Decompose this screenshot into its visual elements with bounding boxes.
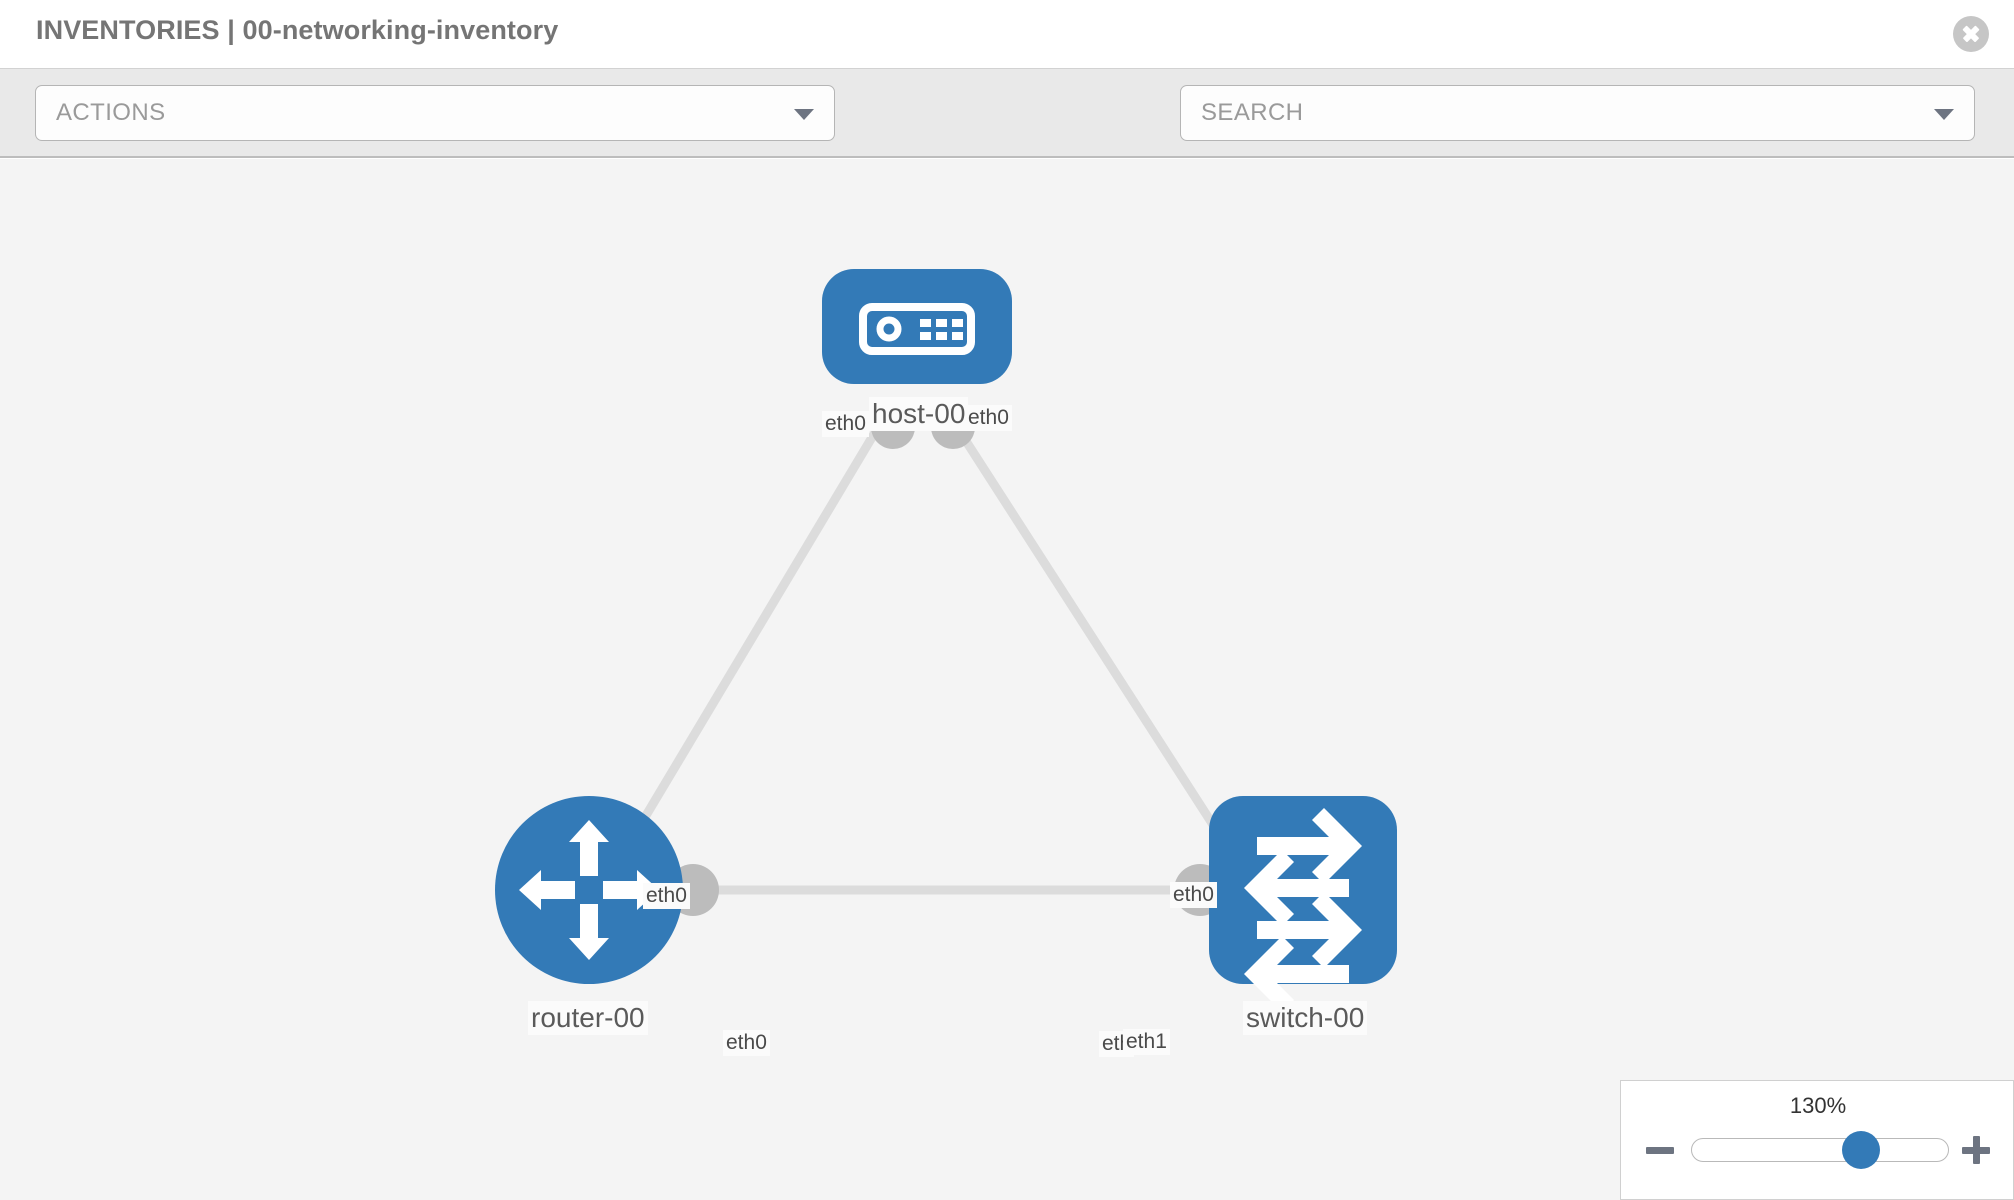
node-label-router-00: router-00 (528, 1001, 648, 1035)
page-title: INVENTORIES | 00-networking-inventory (36, 15, 559, 45)
zoom-slider-thumb[interactable] (1842, 1131, 1881, 1169)
close-icon[interactable] (1953, 16, 1989, 52)
actions-dropdown-label: ACTIONS (56, 99, 166, 126)
switch-arrows-icon (1244, 808, 1362, 1012)
zoom-out-button[interactable] (1643, 1133, 1677, 1167)
edge-group (616, 421, 1239, 895)
node-label-switch-00: switch-00 (1243, 1001, 1368, 1035)
page-header: INVENTORIES | 00-networking-inventory (0, 0, 2014, 68)
topology-graph (495, 269, 1397, 1012)
chevron-down-icon (794, 109, 814, 120)
node-host-00[interactable] (822, 269, 1012, 384)
actions-dropdown[interactable]: ACTIONS (35, 85, 835, 141)
chevron-down-icon[interactable] (1934, 109, 1954, 120)
topology-canvas[interactable]: eth0 eth0 eth0 eth0 eth0 eth eth1 host-0… (0, 159, 2014, 1200)
connector-group (614, 405, 1262, 916)
toolbar: ACTIONS SEARCH (0, 68, 2014, 197)
zoom-slider-track[interactable] (1691, 1138, 1949, 1162)
edge-label-host-right: eth0 (965, 405, 1012, 431)
edge-label-router-right: eth0 (723, 1030, 770, 1056)
zoom-level-value: 130% (1789, 1093, 1847, 1118)
edge-label-host-left: eth0 (822, 411, 869, 437)
edge-host-router (616, 421, 884, 862)
edge-host-switch (951, 421, 1239, 862)
edge-label-switch-top: eth0 (1170, 882, 1217, 908)
search-placeholder: SEARCH (1201, 99, 1304, 126)
zoom-in-button[interactable] (1959, 1133, 1993, 1167)
zoom-panel: 130% (1620, 1080, 2014, 1200)
edge-label-router-top: eth0 (643, 883, 690, 909)
search-input[interactable]: SEARCH (1180, 85, 1975, 141)
node-label-host-00: host-00 (869, 397, 969, 431)
node-switch-00[interactable] (1209, 796, 1397, 1012)
edge-label-switch-left: eth1 (1123, 1029, 1170, 1055)
server-icon (859, 303, 975, 355)
